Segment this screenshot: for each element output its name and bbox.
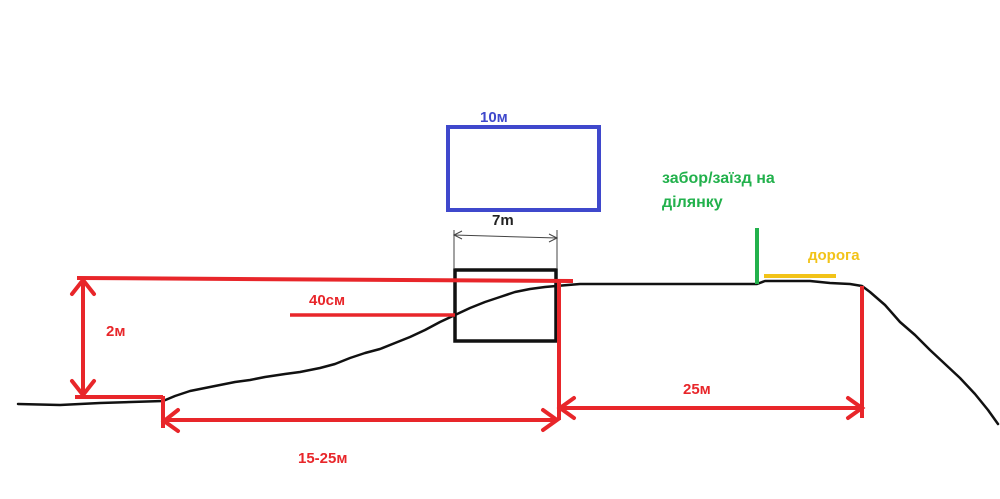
height-arrow bbox=[70, 276, 96, 399]
house-section-rect bbox=[453, 268, 558, 343]
height-label: 2м bbox=[106, 323, 126, 340]
house-plan-rect bbox=[446, 125, 601, 212]
slope-length-label: 15-25м bbox=[298, 450, 348, 467]
house-depth-dimension bbox=[452, 230, 559, 268]
fence-label-line2: ділянку bbox=[662, 194, 723, 211]
fence-label-line1: забор/заїзд на bbox=[662, 170, 775, 187]
fence-label: забор/заїзд на ділянку bbox=[662, 167, 812, 215]
flat-length-arrow bbox=[556, 396, 866, 420]
terrain-line bbox=[16, 279, 1000, 426]
step-label: 40см bbox=[309, 292, 346, 309]
house-depth-label: 7m bbox=[492, 212, 514, 229]
flat-section-label: 25м bbox=[683, 381, 711, 398]
top-reference-line bbox=[76, 276, 574, 283]
house-width-label: 10м bbox=[480, 109, 508, 126]
road-label: дорога bbox=[808, 247, 860, 264]
slope-length-arrow bbox=[160, 408, 561, 433]
